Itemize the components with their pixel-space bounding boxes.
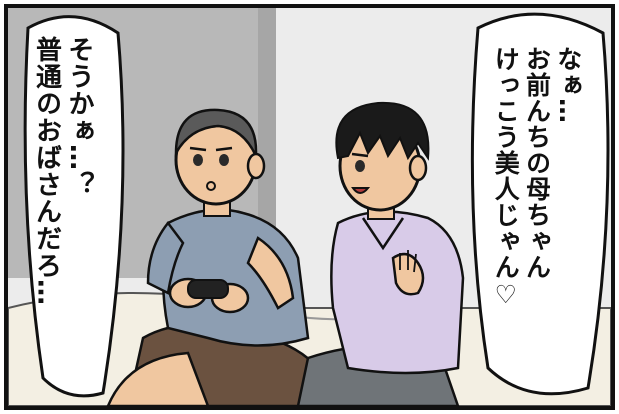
- manga-panel: そうかぁ…？ 普通のおばさんだろ… なぁ… お前んちの母ちゃん けっこう美人じゃ…: [4, 4, 615, 410]
- game-controller-icon: [187, 279, 229, 299]
- right-character: [296, 101, 465, 406]
- left-speech-line: 普通のおばさんだろ…: [31, 36, 62, 306]
- wall-edge: [258, 8, 276, 278]
- right-speech-bubble: [470, 12, 610, 396]
- left-speech-bubble: [23, 15, 125, 398]
- right-speech-line: けっこう美人じゃん♡: [491, 46, 521, 310]
- scene-illustration: [8, 8, 611, 406]
- right-speech-text: なぁ… お前んちの母ちゃん けっこう美人じゃん♡: [490, 46, 584, 386]
- left-speech-line: そうかぁ…？: [64, 36, 94, 198]
- right-speech-line: なぁ…: [553, 46, 583, 124]
- left-speech-text: そうかぁ…？ 普通のおばさんだろ…: [30, 36, 95, 376]
- right-speech-line: お前んちの母ちゃん: [522, 46, 552, 280]
